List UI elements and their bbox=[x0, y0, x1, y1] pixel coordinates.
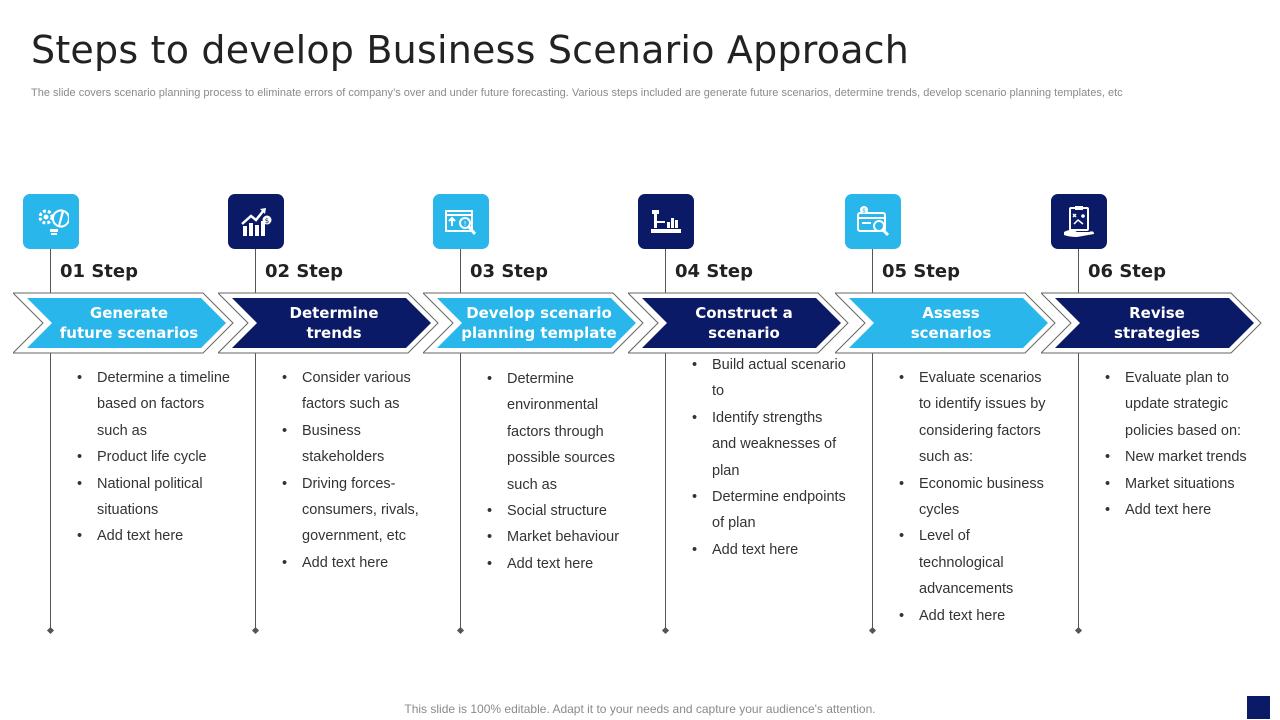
timeline-line bbox=[1078, 249, 1079, 630]
list-item: New market trends bbox=[1099, 444, 1259, 471]
list-item: Determine environmental factors through … bbox=[481, 366, 641, 498]
list-item: Economic business cycles bbox=[893, 471, 1053, 524]
list-item: Market behaviour bbox=[481, 524, 641, 551]
timeline-line bbox=[872, 249, 873, 630]
money-assessment-icon: $ bbox=[845, 194, 901, 249]
analysis-magnifier-icon: ! bbox=[433, 194, 489, 249]
step-chevron bbox=[628, 292, 849, 354]
step-chevron bbox=[218, 292, 439, 354]
step-number: 01 Step bbox=[60, 261, 138, 282]
list-item: Product life cycle bbox=[71, 444, 231, 471]
list-item: Market situations bbox=[1099, 471, 1259, 498]
list-item: Business stakeholders bbox=[276, 418, 436, 471]
list-item: Evaluate scenarios to identify issues by… bbox=[893, 365, 1053, 471]
gear-lightbulb-icon bbox=[23, 194, 79, 249]
growth-chart-icon: $ bbox=[228, 194, 284, 249]
list-item: Add text here bbox=[71, 523, 231, 550]
step-number: 03 Step bbox=[470, 261, 548, 282]
list-item: Level of technological advancements bbox=[893, 523, 1053, 602]
list-item: Determine endpoints of plan bbox=[686, 484, 846, 537]
list-item: Add text here bbox=[1099, 497, 1259, 524]
timeline-line bbox=[665, 249, 666, 630]
list-item: Add text here bbox=[276, 550, 436, 577]
construction-tools-icon bbox=[638, 194, 694, 249]
step-bullets: Determine a timeline based on factors su… bbox=[71, 365, 231, 550]
step-bullets: Determine environmental factors through … bbox=[481, 366, 641, 578]
list-item: National political situations bbox=[71, 471, 231, 524]
step-chevron bbox=[1041, 292, 1262, 354]
timeline-line bbox=[460, 249, 461, 630]
list-item: Add text here bbox=[686, 537, 846, 564]
timeline-end-marker bbox=[456, 626, 465, 635]
list-item: Driving forces- consumers, rivals, gover… bbox=[276, 471, 436, 550]
step-chevron bbox=[835, 292, 1056, 354]
list-item: Identify strengths and weaknesses of pla… bbox=[686, 405, 846, 484]
list-item: Add text here bbox=[893, 603, 1053, 630]
list-item: Build actual scenario to bbox=[686, 352, 846, 405]
list-item: Social structure bbox=[481, 498, 641, 525]
timeline-line bbox=[255, 249, 256, 630]
step-chevron bbox=[13, 292, 234, 354]
step-chevron bbox=[423, 292, 644, 354]
timeline-end-marker bbox=[1074, 626, 1083, 635]
list-item: Add text here bbox=[481, 551, 641, 578]
timeline-end-marker bbox=[868, 626, 877, 635]
slide-subtitle: The slide covers scenario planning proce… bbox=[31, 87, 1123, 99]
svg-text:$: $ bbox=[862, 207, 866, 214]
svg-text:$: $ bbox=[265, 217, 269, 225]
step-number: 06 Step bbox=[1088, 261, 1166, 282]
step-bullets: Evaluate scenarios to identify issues by… bbox=[893, 365, 1053, 629]
slide-title: Steps to develop Business Scenario Appro… bbox=[31, 28, 910, 72]
strategy-clipboard-icon bbox=[1051, 194, 1107, 249]
step-number: 02 Step bbox=[265, 261, 343, 282]
timeline-end-marker bbox=[46, 626, 55, 635]
svg-text:!: ! bbox=[464, 220, 467, 228]
list-item: Evaluate plan to update strategic polici… bbox=[1099, 365, 1259, 444]
step-bullets: Evaluate plan to update strategic polici… bbox=[1099, 365, 1259, 524]
step-number: 04 Step bbox=[675, 261, 753, 282]
list-item: Consider various factors such as bbox=[276, 365, 436, 418]
step-number: 05 Step bbox=[882, 261, 960, 282]
timeline-end-marker bbox=[251, 626, 260, 635]
step-bullets: Build actual scenario to Identify streng… bbox=[686, 352, 846, 564]
list-item: Determine a timeline based on factors su… bbox=[71, 365, 231, 444]
corner-decoration bbox=[1247, 696, 1270, 719]
step-bullets: Consider various factors such as Busines… bbox=[276, 365, 436, 577]
footer-note: This slide is 100% editable. Adapt it to… bbox=[404, 702, 876, 716]
timeline-line bbox=[50, 249, 51, 630]
timeline-end-marker bbox=[661, 626, 670, 635]
